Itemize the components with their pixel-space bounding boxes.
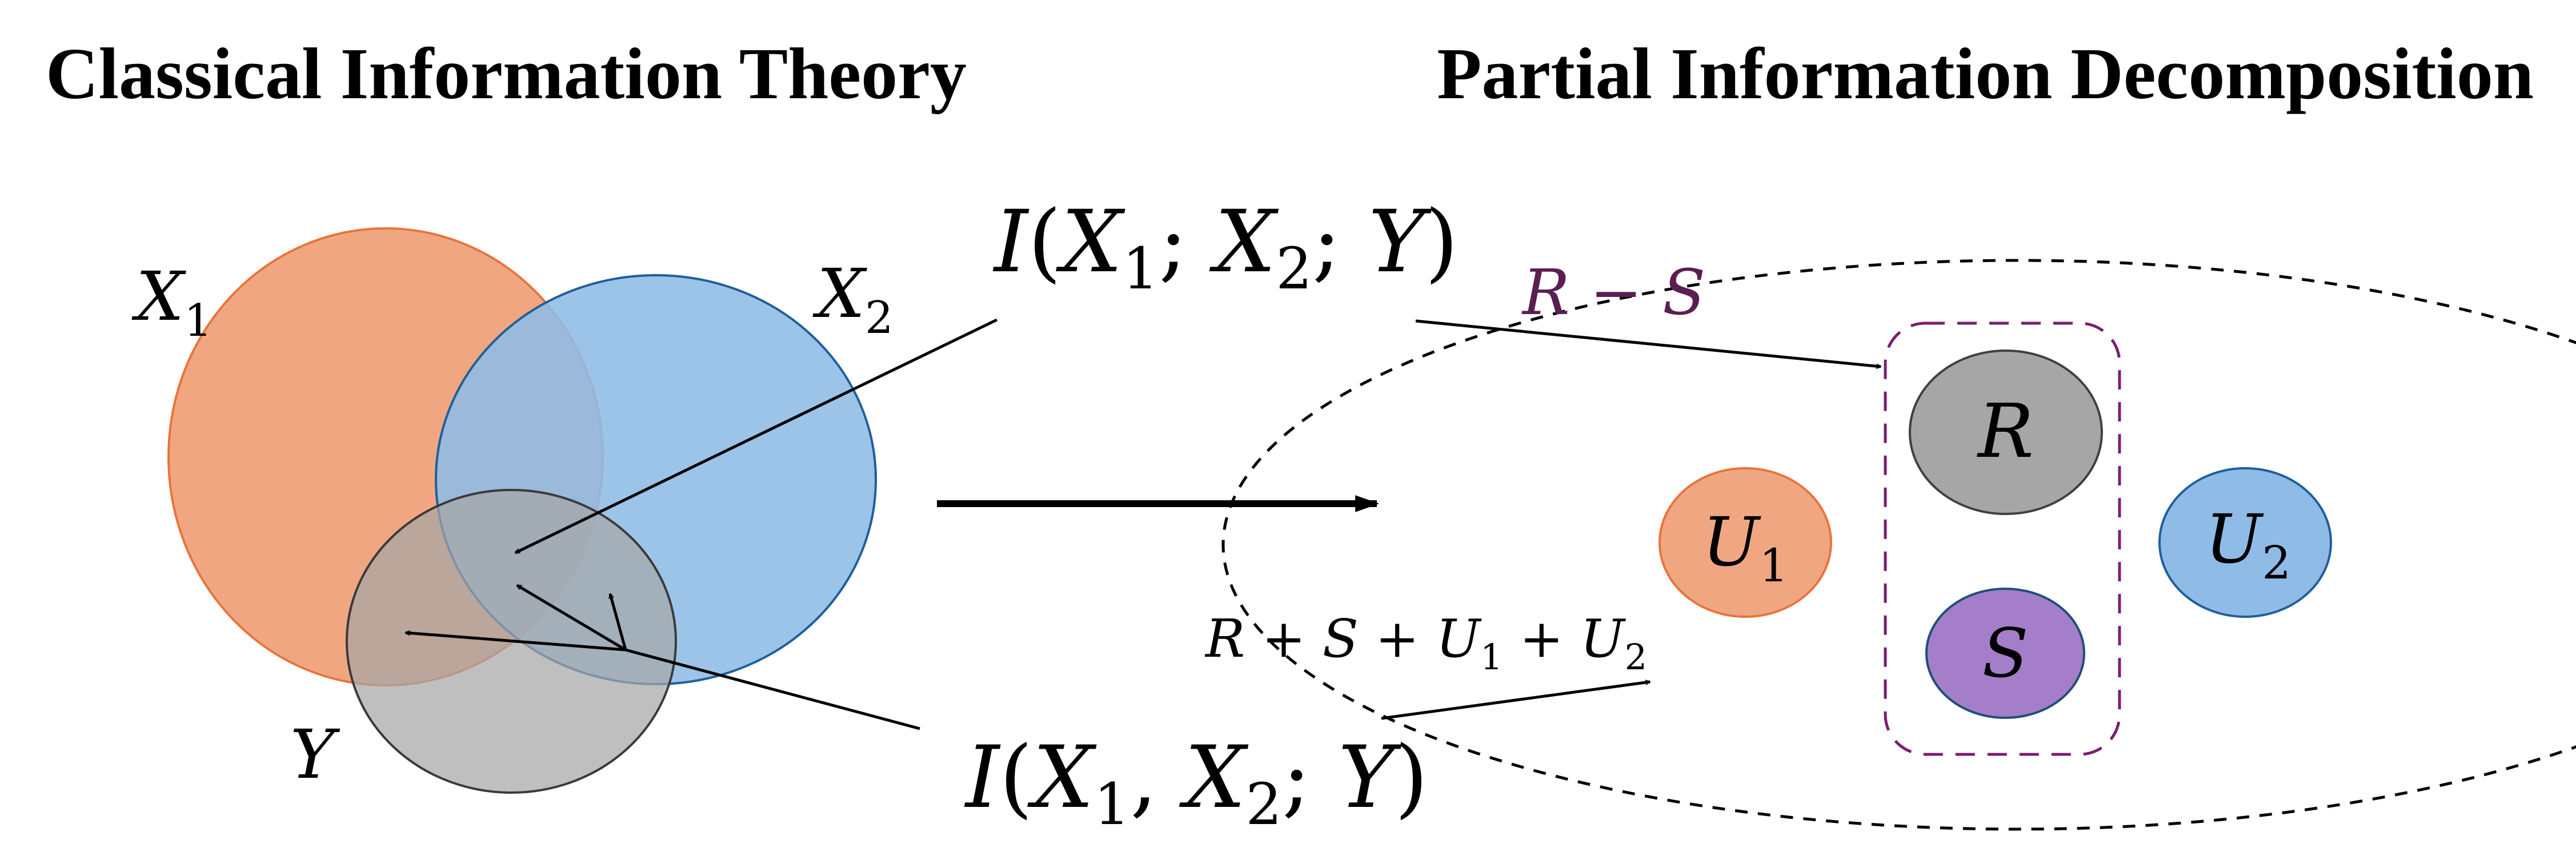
venn-diagram: X1 X2 Y xyxy=(131,227,998,794)
arrow-joint-to-pid-outer xyxy=(1381,682,1650,720)
atom-u2 xyxy=(2158,467,2332,618)
atom-r xyxy=(1909,349,2103,515)
arrow-interaction-to-center xyxy=(515,318,998,554)
atom-r-label: R xyxy=(1977,388,2034,475)
arrow-joint-to-x2-y xyxy=(610,594,627,650)
pid-outer-dashed-ellipse xyxy=(1221,259,2576,831)
formula-interaction-information: I(X1; X2; Y) xyxy=(992,192,1459,302)
heading-partial-information-decomposition: Partial Information Decomposition xyxy=(1437,33,2534,114)
atom-u1-label: U1 xyxy=(1702,503,1788,592)
pid-decomposition: R S U1 U2 R − S R + S + U1 + U2 xyxy=(1204,256,2576,831)
atom-u1 xyxy=(1658,467,1832,618)
label-y: Y xyxy=(290,715,340,794)
arrow-joint-to-x1-y xyxy=(406,633,626,652)
atom-s xyxy=(1925,588,2085,719)
line-joint-to-venn xyxy=(625,648,920,730)
label-pid-sum: R + S + U1 + U2 xyxy=(1204,608,1647,678)
heading-classical-information-theory: Classical Information Theory xyxy=(46,33,967,114)
label-r-minus-s: R − S xyxy=(1521,256,1705,329)
arrow-interaction-to-pid-group xyxy=(1415,319,1881,367)
atom-u2-label: U2 xyxy=(2205,500,2291,589)
formula-joint-mutual-information: I(X1, X2; Y) xyxy=(964,728,1428,838)
pid-redundancy-synergy-group xyxy=(1884,322,2121,756)
atom-s-label: S xyxy=(1982,614,2029,693)
label-x1: X1 xyxy=(131,257,213,347)
label-x2: X2 xyxy=(812,254,894,344)
arrow-joint-to-center xyxy=(517,584,627,652)
